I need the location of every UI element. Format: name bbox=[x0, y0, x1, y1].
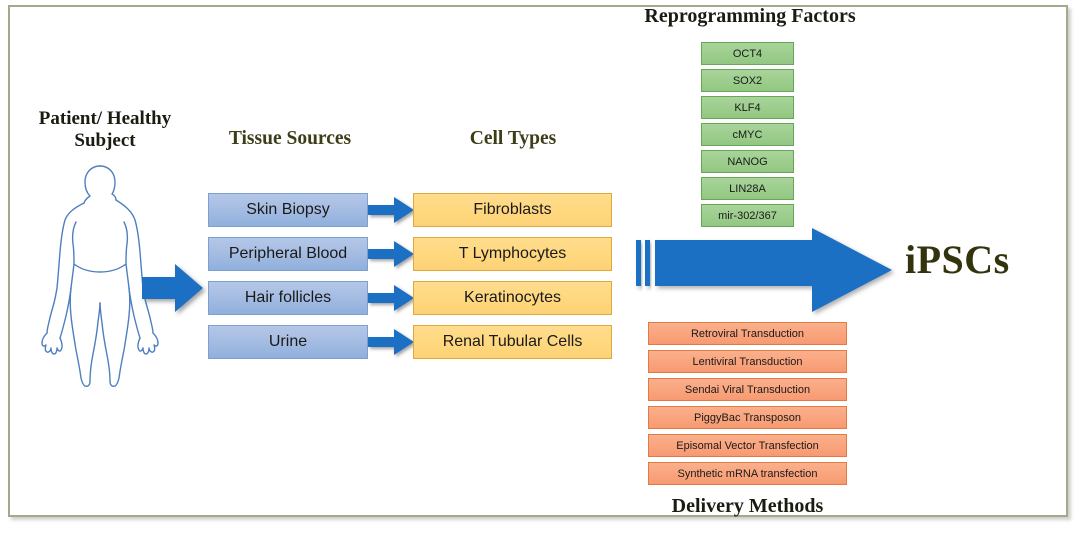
patient-title-line-2: Subject bbox=[74, 130, 136, 152]
delivery-method-box-4[interactable]: PiggyBac Transposon bbox=[648, 406, 847, 429]
delivery-method-box-3[interactable]: Sendai Viral Transduction bbox=[648, 378, 847, 401]
delivery-method-label-6: Synthetic mRNA transfection bbox=[677, 467, 818, 480]
tissue-source-box-2[interactable]: Peripheral Blood bbox=[208, 237, 368, 271]
cell-type-box-3[interactable]: Keratinocytes bbox=[413, 281, 612, 315]
reprogramming-factor-box-5[interactable]: NANOG bbox=[701, 150, 794, 173]
tissue-sources-title: Tissue Sources bbox=[228, 128, 352, 149]
delivery-method-label-2: Lentiviral Transduction bbox=[692, 355, 803, 368]
arrow-tissue-to-cell-3 bbox=[368, 283, 416, 313]
arrow-body-to-tissue bbox=[142, 262, 204, 314]
delivery-method-box-2[interactable]: Lentiviral Transduction bbox=[648, 350, 847, 373]
cell-type-label-1: Fibroblasts bbox=[473, 201, 552, 218]
delivery-method-box-1[interactable]: Retroviral Transduction bbox=[648, 322, 847, 345]
cell-type-box-2[interactable]: T Lymphocytes bbox=[413, 237, 612, 271]
patient-title-line-1: Patient/ Healthy bbox=[38, 108, 172, 129]
tissue-source-box-3[interactable]: Hair follicles bbox=[208, 281, 368, 315]
reprogramming-factor-label-7: mir-302/367 bbox=[718, 209, 777, 222]
reprogramming-factor-box-3[interactable]: KLF4 bbox=[701, 96, 794, 119]
arrow-tissue-to-cell-1 bbox=[368, 195, 416, 225]
delivery-method-label-1: Retroviral Transduction bbox=[690, 327, 805, 340]
reprogramming-factor-box-6[interactable]: LIN28A bbox=[701, 177, 794, 200]
reprogramming-factor-label-4: cMYC bbox=[732, 128, 763, 141]
tissue-source-label-2: Peripheral Blood bbox=[228, 245, 348, 262]
delivery-method-label-5: Episomal Vector Transfection bbox=[676, 439, 819, 452]
reprogramming-factor-label-1: OCT4 bbox=[732, 47, 763, 60]
tissue-source-box-1[interactable]: Skin Biopsy bbox=[208, 193, 368, 227]
tissue-source-label-3: Hair follicles bbox=[244, 289, 332, 306]
cell-type-label-2: T Lymphocytes bbox=[458, 245, 567, 262]
arrow-reprogramming-to-ipsc bbox=[636, 228, 898, 312]
reprogramming-factor-box-7[interactable]: mir-302/367 bbox=[701, 204, 794, 227]
delivery-method-label-3: Sendai Viral Transduction bbox=[684, 383, 811, 396]
reprogramming-factor-label-5: NANOG bbox=[727, 155, 768, 168]
reprogramming-factor-label-3: KLF4 bbox=[734, 101, 761, 114]
patient-section-title: Patient/ Healthy Subject bbox=[20, 108, 190, 153]
delivery-method-label-4: PiggyBac Transposon bbox=[693, 411, 801, 424]
cell-type-box-4[interactable]: Renal Tubular Cells bbox=[413, 325, 612, 359]
cell-type-label-4: Renal Tubular Cells bbox=[442, 333, 583, 350]
reprogramming-factor-label-6: LIN28A bbox=[729, 182, 766, 195]
reprogramming-factor-box-2[interactable]: SOX2 bbox=[701, 69, 794, 92]
tissue-source-label-4: Urine bbox=[268, 333, 308, 350]
ipsc-output-label: iPSCs bbox=[905, 237, 1010, 282]
delivery-method-box-6[interactable]: Synthetic mRNA transfection bbox=[648, 462, 847, 485]
tissue-source-label-1: Skin Biopsy bbox=[246, 201, 330, 218]
arrow-tissue-to-cell-4 bbox=[368, 327, 416, 357]
reprogramming-factors-title: Reprogramming Factors bbox=[644, 5, 856, 27]
cell-types-title: Cell Types bbox=[469, 128, 557, 149]
reprogramming-factor-label-2: SOX2 bbox=[732, 74, 763, 87]
arrow-tissue-to-cell-2 bbox=[368, 239, 416, 269]
reprogramming-factor-box-1[interactable]: OCT4 bbox=[701, 42, 794, 65]
cell-type-box-1[interactable]: Fibroblasts bbox=[413, 193, 612, 227]
delivery-method-box-5[interactable]: Episomal Vector Transfection bbox=[648, 434, 847, 457]
tissue-source-box-4[interactable]: Urine bbox=[208, 325, 368, 359]
delivery-methods-title: Delivery Methods bbox=[671, 495, 824, 517]
cell-type-label-3: Keratinocytes bbox=[464, 289, 561, 306]
reprogramming-factor-box-4[interactable]: cMYC bbox=[701, 123, 794, 146]
